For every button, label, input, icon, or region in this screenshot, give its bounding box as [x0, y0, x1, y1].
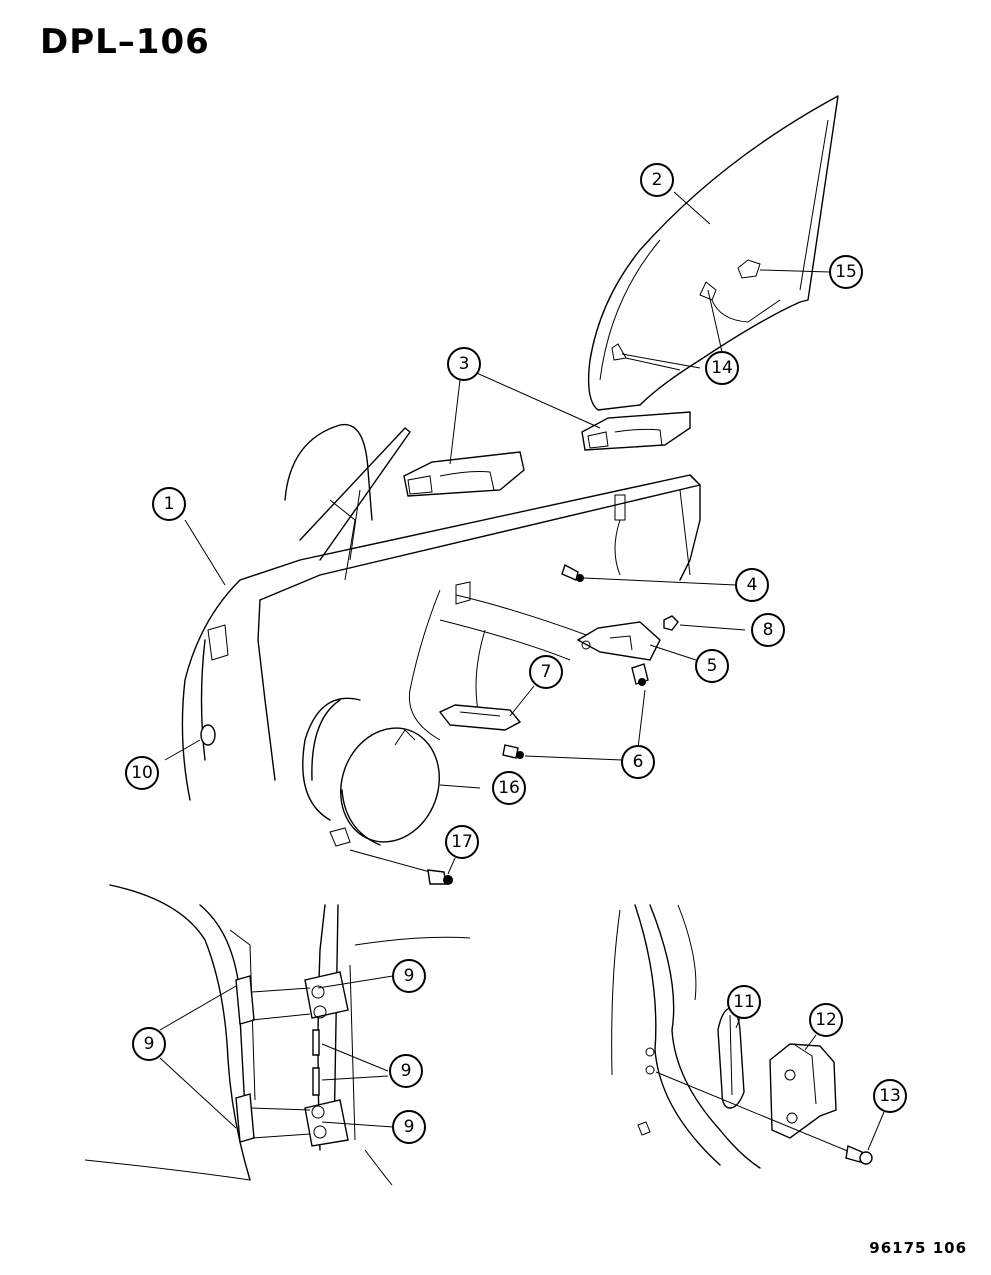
door-glass [587, 95, 839, 411]
regulator-cable [408, 581, 601, 741]
callout-15: 15 [829, 255, 863, 289]
nut-8 [663, 615, 679, 631]
svg-text:12: 12 [815, 1010, 837, 1030]
callout-6: 6 [621, 745, 655, 779]
svg-text:13: 13 [879, 1086, 901, 1106]
door-frame [181, 423, 701, 821]
callout-11: 11 [727, 985, 761, 1019]
figure-code: 96175 106 [869, 1239, 967, 1257]
svg-text:15: 15 [835, 262, 857, 282]
bolt-6-upper [631, 663, 649, 686]
callout-10: 10 [125, 756, 159, 790]
striker-detail [611, 904, 873, 1169]
glass-channel-upper [581, 411, 691, 451]
svg-text:7: 7 [541, 662, 552, 682]
callout-9: 9 [389, 1054, 423, 1088]
callout-14: 14 [705, 351, 739, 385]
svg-text:3: 3 [459, 354, 470, 374]
svg-text:9: 9 [404, 966, 415, 986]
svg-text:14: 14 [711, 358, 733, 378]
callout-4: 4 [735, 568, 769, 602]
callout-12: 12 [809, 1003, 843, 1037]
callout-13: 13 [873, 1079, 907, 1113]
svg-text:1: 1 [164, 494, 175, 514]
svg-text:11: 11 [733, 992, 755, 1012]
bolt-6-lower [502, 744, 524, 759]
regulator-bracket-5 [576, 621, 661, 661]
svg-text:6: 6 [633, 752, 644, 772]
callout-16: 16 [492, 771, 526, 805]
callout-9: 9 [392, 1110, 426, 1144]
callout-17: 17 [445, 825, 479, 859]
svg-text:9: 9 [401, 1061, 412, 1081]
regulator-bracket-7 [438, 704, 522, 731]
svg-text:2: 2 [652, 170, 663, 190]
svg-text:9: 9 [144, 1034, 155, 1054]
bolt-4 [561, 563, 584, 582]
callout-9: 9 [392, 959, 426, 993]
speaker [329, 727, 440, 873]
callout-1: 1 [152, 487, 186, 521]
callout-7: 7 [529, 655, 563, 689]
callout-3: 3 [447, 347, 481, 381]
svg-text:5: 5 [707, 656, 718, 676]
svg-text:10: 10 [131, 763, 153, 783]
svg-text:8: 8 [763, 620, 774, 640]
svg-text:16: 16 [498, 778, 520, 798]
svg-text:4: 4 [747, 575, 758, 595]
glass-channel-lower [403, 451, 525, 497]
bolt-17 [427, 869, 453, 885]
callout-8: 8 [751, 613, 785, 647]
leader-lines [159, 191, 885, 1151]
svg-text:9: 9 [404, 1117, 415, 1137]
callout-9: 9 [132, 1027, 166, 1061]
hinge-detail [84, 884, 471, 1186]
page-title: DPL–106 [40, 22, 210, 62]
svg-text:17: 17 [451, 832, 473, 852]
callout-5: 5 [695, 649, 729, 683]
callout-2: 2 [640, 163, 674, 197]
